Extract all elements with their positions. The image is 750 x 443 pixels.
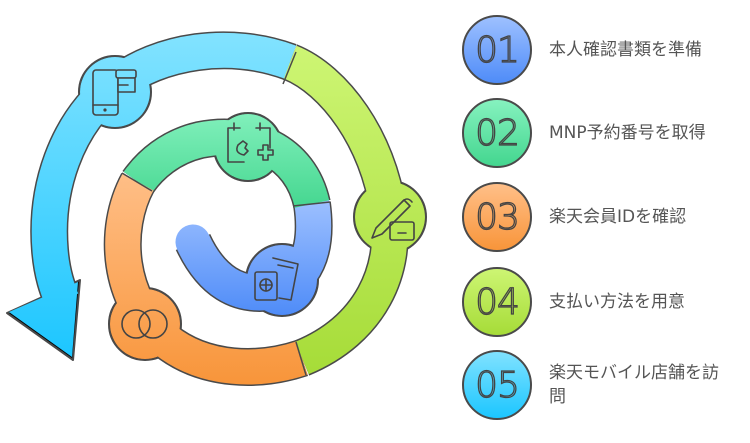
linked-rings-icon (121, 309, 168, 339)
step-number-badge: 02 (462, 98, 532, 168)
step-02: 02 MNP予約番号を取得 (462, 98, 729, 168)
step-label: 支払い方法を用意 (549, 292, 685, 312)
documents-passport-icon (254, 257, 299, 301)
spiral-segment-02 (123, 120, 330, 209)
step-01: 01 本人確認書類を準備 (462, 15, 729, 85)
step-05: 05 楽天モバイル店舗を訪問 (462, 350, 729, 420)
step-04: 04 支払い方法を用意 (462, 267, 729, 337)
step-number-badge: 05 (462, 350, 532, 420)
pen-card-icon (371, 198, 415, 241)
step-label: 本人確認書類を準備 (549, 40, 702, 60)
step-label: 楽天会員IDを確認 (549, 207, 687, 227)
step-label: 楽天モバイル店舗を訪問 (549, 363, 719, 407)
arrowhead (9, 282, 78, 357)
spiral-segment-05 (31, 32, 297, 307)
calendar-phone-add-icon (227, 122, 274, 163)
step-number-badge: 01 (462, 15, 532, 85)
step-number-badge: 04 (462, 267, 532, 337)
phone-store-icon (92, 69, 137, 116)
spiral-diagram (6, 31, 427, 386)
step-number-badge: 03 (462, 182, 532, 252)
step-03: 03 楽天会員IDを確認 (462, 182, 729, 252)
step-label: MNP予約番号を取得 (549, 123, 706, 143)
